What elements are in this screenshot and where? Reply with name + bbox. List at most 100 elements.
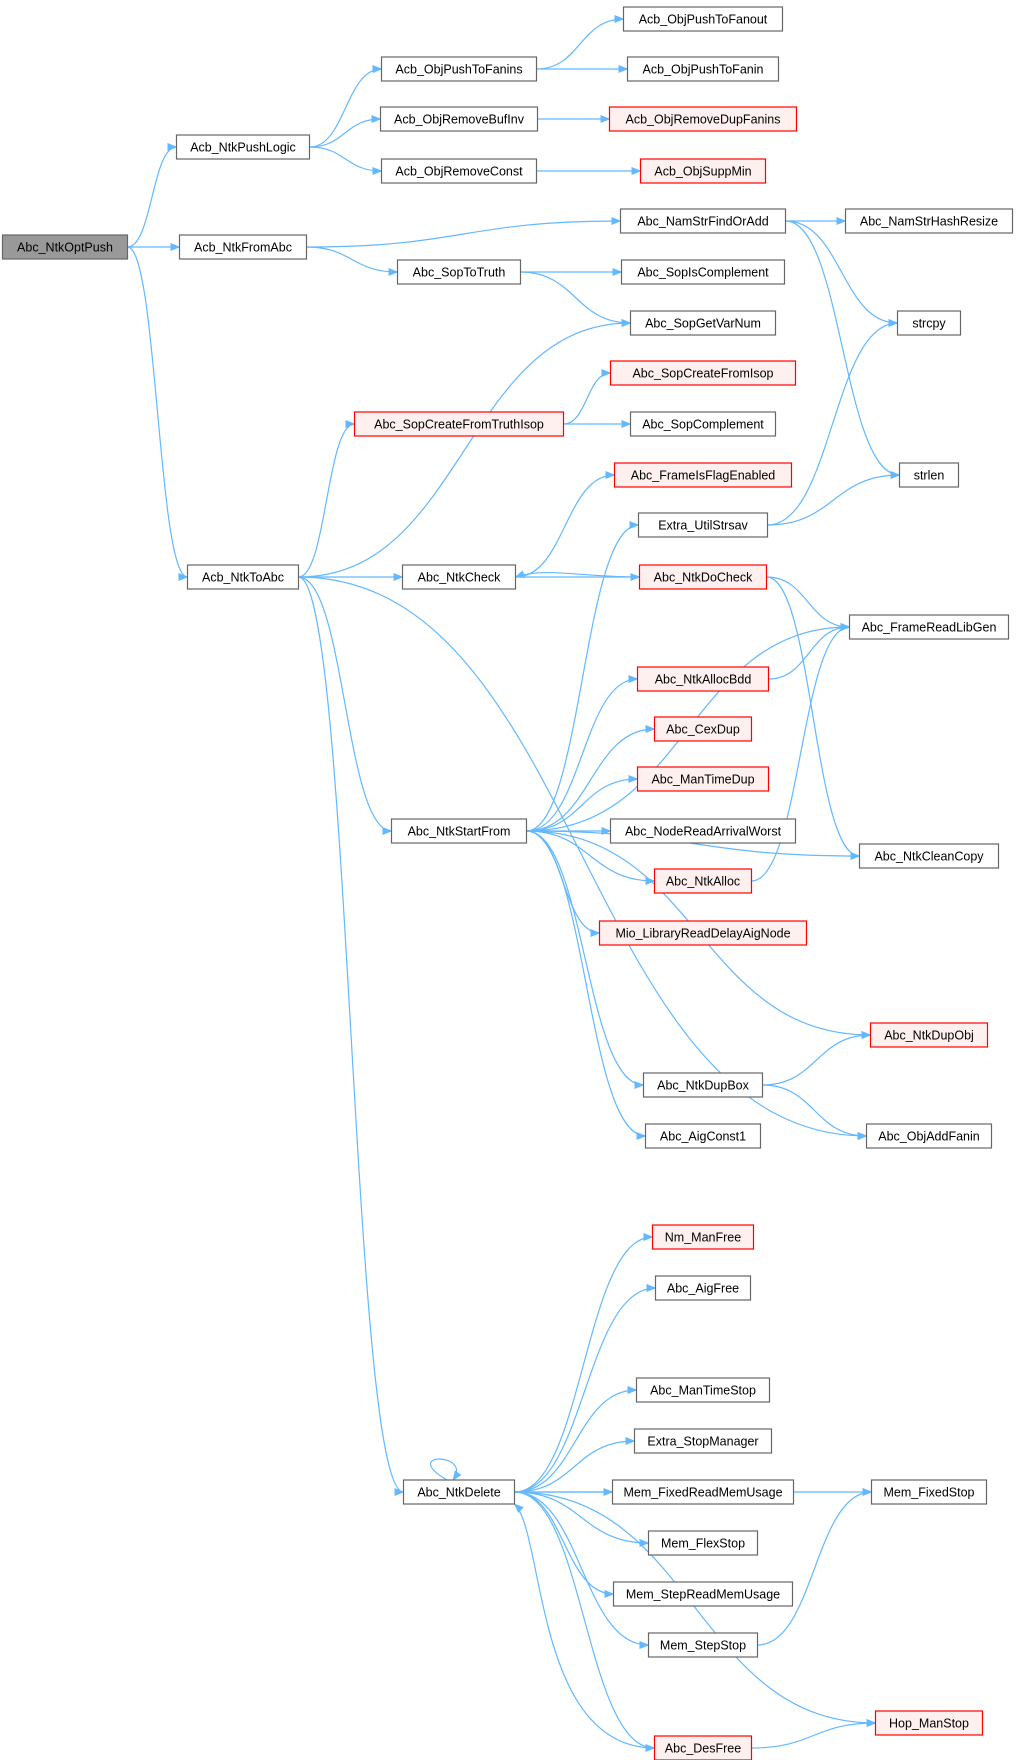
node-label: Nm_ManFree (665, 1231, 741, 1245)
node-acb-objpushtofanins[interactable]: Acb_ObjPushToFanins (380, 56, 538, 82)
node-mem-stepreadmemusage[interactable]: Mem_StepReadMemUsage (612, 1581, 794, 1607)
edge-abc-ntkdocheck-to-abc-framereadlibgen (766, 576, 851, 631)
edge-abc-ntkoptpush-to-acb-ntkpushlogic (127, 143, 178, 248)
node-acb-objremoveconst[interactable]: Acb_ObjRemoveConst (380, 158, 538, 184)
node-box (608, 106, 798, 132)
node-abc-cexdup[interactable]: Abc_CexDup (653, 716, 753, 742)
node-abc-namstrhashresize[interactable]: Abc_NamStrHashResize (844, 208, 1014, 234)
node-box (644, 1123, 762, 1149)
node-label: Abc_NtkStartFrom (408, 825, 511, 839)
node-box (635, 1377, 771, 1403)
node-abc-desfree[interactable]: Abc_DesFree (653, 1735, 753, 1760)
node-mio-libraryreaddelayaignode[interactable]: Mio_LibraryReadDelayAigNode (598, 920, 808, 946)
node-abc-nodereadarrivalworst[interactable]: Abc_NodeReadArrivalWorst (609, 818, 797, 844)
node-acb-objsuppmin[interactable]: Acb_ObjSuppMin (639, 158, 767, 184)
node-box (175, 134, 311, 160)
node-abc-ntkcheck[interactable]: Abc_NtkCheck (401, 564, 517, 590)
node-abc-aigfree[interactable]: Abc_AigFree (654, 1275, 752, 1301)
node-label: Acb_NtkPushLogic (190, 141, 296, 155)
node-label: Extra_StopManager (647, 1435, 758, 1449)
node-acb-objremovedupfanins[interactable]: Acb_ObjRemoveDupFanins (608, 106, 798, 132)
node-box (379, 106, 539, 132)
node-acb-ntkpushlogic[interactable]: Acb_NtkPushLogic (175, 134, 311, 160)
node-box (896, 310, 962, 336)
node-strcpy[interactable]: strcpy (896, 310, 962, 336)
node-label: Hop_ManStop (889, 1717, 969, 1731)
node-abc-soptotruth[interactable]: Abc_SopToTruth (396, 259, 522, 285)
node-abc-ntkdupbox[interactable]: Abc_NtkDupBox (642, 1072, 764, 1098)
node-abc-framereadlibgen[interactable]: Abc_FrameReadLibGen (848, 614, 1010, 640)
node-mem-fixedreadmemusage[interactable]: Mem_FixedReadMemUsage (611, 1479, 795, 1505)
node-box (620, 259, 786, 285)
edge-abc-ntkdelete-to-mem-stepstop (514, 1491, 650, 1649)
edge-abc-ntkstartfrom-to-abc-ntkallocbdd (526, 675, 639, 832)
node-mem-flexstop[interactable]: Mem_FlexStop (647, 1530, 759, 1556)
edge-abc-ntkdelete-to-mem-flexstop (514, 1491, 650, 1547)
node-abc-frameisflagenabled[interactable]: Abc_FrameIsFlagEnabled (613, 462, 793, 488)
node-box (629, 310, 777, 336)
node-strlen[interactable]: strlen (898, 462, 960, 488)
node-mem-stepstop[interactable]: Mem_StepStop (647, 1632, 759, 1658)
node-abc-ntkcleancopy[interactable]: Abc_NtkCleanCopy (858, 843, 1000, 869)
node-box (647, 1632, 759, 1658)
node-box (609, 818, 797, 844)
node-label: Abc_ManTimeStop (650, 1384, 756, 1398)
node-abc-ntkallocbdd[interactable]: Abc_NtkAllocBdd (636, 666, 770, 692)
node-abc-sopcreatefromisop[interactable]: Abc_SopCreateFromIsop (609, 360, 797, 386)
node-abc-sopcreatefromtruthisop[interactable]: Abc_SopCreateFromTruthIsop (353, 411, 565, 437)
node-abc-ntkdelete[interactable]: Abc_NtkDelete (402, 1479, 516, 1505)
node-acb-ntkfromabc[interactable]: Acb_NtkFromAbc (178, 234, 308, 260)
edge-abc-ntkallocbdd-to-abc-framereadlibgen (768, 623, 851, 680)
edge-abc-ntkdelete-to-abc-desfree (514, 1491, 656, 1752)
node-label: Abc_SopToTruth (413, 266, 506, 280)
edge-abc-ntkstartfrom-to-abc-cexdup (526, 725, 656, 832)
node-label: Abc_NtkDupObj (884, 1029, 974, 1043)
node-abc-sopcomplement[interactable]: Abc_SopComplement (629, 411, 777, 437)
node-abc-ntkdocheck[interactable]: Abc_NtkDoCheck (638, 564, 768, 590)
node-acb-objremovebufinv[interactable]: Acb_ObjRemoveBufInv (379, 106, 539, 132)
node-label: Abc_CexDup (666, 723, 740, 737)
node-mem-fixedstop[interactable]: Mem_FixedStop (870, 1479, 988, 1505)
node-acb-ntktoabc[interactable]: Acb_NtkToAbc (186, 564, 300, 590)
edge-abc-desfree-to-hop-manstop (751, 1719, 877, 1749)
node-box (636, 766, 770, 792)
node-acb-objpushtofanout[interactable]: Acb_ObjPushToFanout (622, 6, 784, 32)
node-box (613, 462, 793, 488)
node-abc-ntkdupobj[interactable]: Abc_NtkDupObj (869, 1022, 989, 1048)
edge-abc-ntkdelete-to-extra-stopmanager (514, 1437, 636, 1493)
node-hop-manstop[interactable]: Hop_ManStop (874, 1710, 984, 1736)
node-abc-sopiscomplement[interactable]: Abc_SopIsComplement (620, 259, 786, 285)
node-abc-ntkoptpush[interactable]: Abc_NtkOptPush (1, 234, 129, 260)
node-label: Abc_NtkDupBox (657, 1079, 749, 1093)
node-abc-ntkalloc[interactable]: Abc_NtkAlloc (653, 868, 753, 894)
node-label: Abc_NodeReadArrivalWorst (625, 825, 782, 839)
edge-abc-ntkdelete-to-abc-aigfree (514, 1284, 657, 1493)
edge-abc-ntkdelete-to-nm-manfree (514, 1233, 654, 1493)
node-acb-objpushtofanin[interactable]: Acb_ObjPushToFanin (626, 56, 780, 82)
node-abc-aigconst1[interactable]: Abc_AigConst1 (644, 1123, 762, 1149)
node-box (178, 234, 308, 260)
edge-abc-sopcreatefromtruthisop-to-abc-sopcreatefromisop (563, 369, 612, 425)
node-abc-objaddfanin[interactable]: Abc_ObjAddFanin (865, 1123, 993, 1149)
node-label: Abc_AigFree (667, 1282, 739, 1296)
edge-abc-soptotruth-to-abc-sopgetvarnum (520, 271, 632, 327)
edge-abc-ntkstartfrom-to-abc-aigconst1 (526, 830, 647, 1140)
edge-acb-ntktoabc-to-abc-sopcreatefromtruthisop (298, 420, 356, 578)
node-nm-manfree[interactable]: Nm_ManFree (651, 1224, 755, 1250)
node-label: Abc_SopIsComplement (637, 266, 769, 280)
edge-abc-ntkdelete-to-mem-stepreadmemusage (514, 1491, 615, 1598)
node-extra-utilstrsav[interactable]: Extra_UtilStrsav (637, 512, 769, 538)
node-abc-mantimedup[interactable]: Abc_ManTimeDup (636, 766, 770, 792)
node-label: Mem_FlexStop (661, 1537, 745, 1551)
node-extra-stopmanager[interactable]: Extra_StopManager (633, 1428, 773, 1454)
node-box (898, 462, 960, 488)
edge-abc-ntkstartfrom-to-extra-utilstrsav (526, 521, 640, 832)
edge-abc-ntkdocheck-to-abc-ntkcheck (514, 570, 640, 578)
node-abc-namstrfindoradd[interactable]: Abc_NamStrFindOrAdd (619, 208, 787, 234)
node-abc-sopgetvarnum[interactable]: Abc_SopGetVarNum (629, 310, 777, 336)
node-abc-mantimestop[interactable]: Abc_ManTimeStop (635, 1377, 771, 1403)
edge-acb-ntkpushlogic-to-acb-objremovebufinv (309, 115, 382, 148)
node-abc-ntkstartfrom[interactable]: Abc_NtkStartFrom (390, 818, 528, 844)
node-box (848, 614, 1010, 640)
